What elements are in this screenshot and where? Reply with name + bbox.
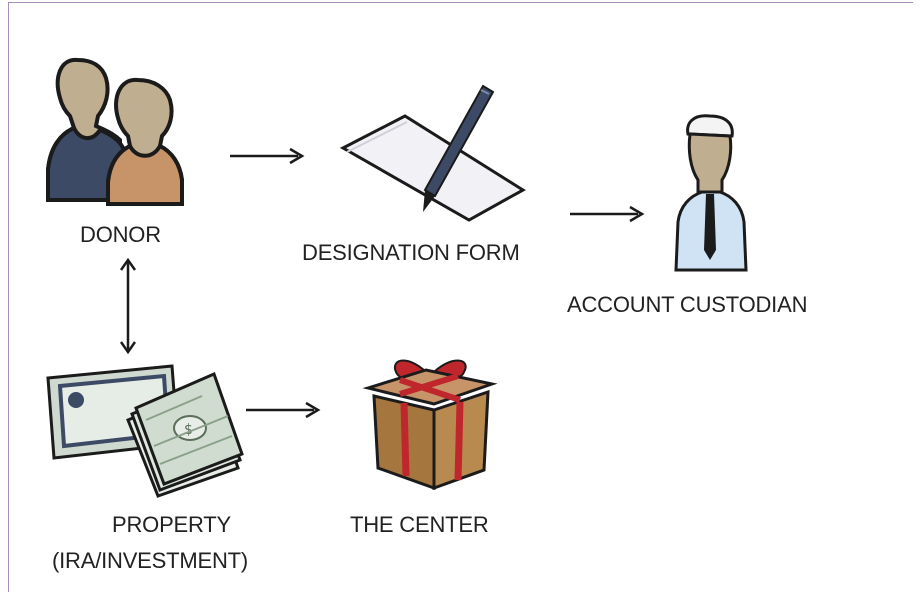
document-pen-icon bbox=[339, 84, 526, 222]
arrow-donor-to-form bbox=[230, 147, 305, 165]
arrow-form-to-custodian bbox=[570, 205, 645, 223]
the-center-label: THE CENTER bbox=[350, 512, 489, 537]
diagram-frame bbox=[8, 2, 913, 592]
money-property-icon: $ bbox=[46, 364, 244, 498]
gift-box-icon bbox=[362, 359, 498, 491]
account-custodian-label: ACCOUNT CUSTODIAN bbox=[567, 292, 808, 317]
designation-form-label: DESIGNATION FORM bbox=[302, 240, 520, 265]
svg-text:$: $ bbox=[184, 422, 193, 438]
property-label-line2: (IRA/INVESTMENT) bbox=[52, 548, 249, 573]
property-label-line1: PROPERTY bbox=[112, 512, 232, 537]
donor-label: DONOR bbox=[80, 222, 161, 247]
donor-people-icon bbox=[46, 57, 184, 206]
arrow-property-to-center bbox=[246, 401, 321, 419]
custodian-person-icon bbox=[674, 114, 748, 272]
double-arrow-donor-property bbox=[119, 258, 137, 354]
